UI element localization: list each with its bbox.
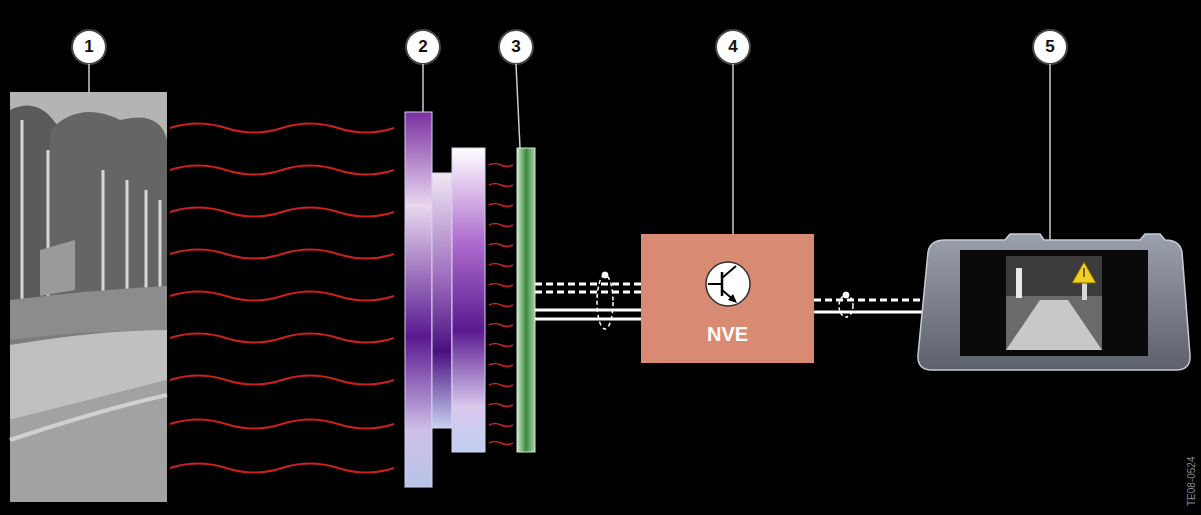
sensor (517, 148, 535, 452)
callout-number: 2 (418, 37, 427, 57)
wire-bundle (535, 272, 641, 329)
lens-elements (405, 112, 485, 487)
callout-number: 4 (728, 37, 737, 57)
wire-bundle (814, 292, 925, 317)
display-screen (918, 234, 1190, 370)
callout-number: 1 (84, 37, 93, 57)
infrared-wave (170, 124, 394, 473)
focused-wave (489, 164, 513, 445)
transistor-symbol (700, 256, 756, 312)
callout-leader (89, 64, 1050, 258)
unit-label: NVE (707, 323, 748, 346)
callout-circle (72, 30, 1067, 64)
callout-number: 5 (1045, 37, 1054, 57)
figure-code: TE08-0524 (1186, 457, 1197, 506)
callout-number: 3 (511, 37, 520, 57)
thermal-scene (10, 92, 167, 502)
